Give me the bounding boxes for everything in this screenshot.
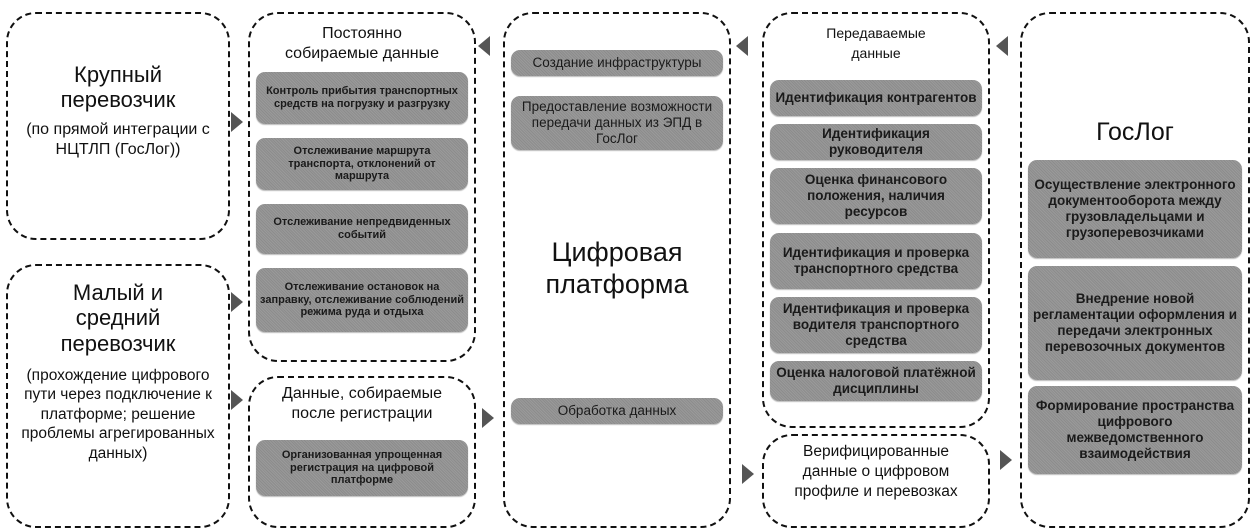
- digital-platform-title: Цифровая платформа: [545, 237, 689, 300]
- small-carrier-subtitle: (прохождение цифрового пути через подклю…: [21, 367, 215, 462]
- large-carrier-subtitle: (по прямой интеграции с НЦТЛП (ГосЛог)): [26, 121, 210, 158]
- goslog-item: Осуществление электронного документообор…: [1028, 160, 1242, 258]
- transmitted-data-item: Оценка налоговой платёжной дисциплины: [770, 361, 982, 401]
- arrow-right-icon: [482, 408, 494, 428]
- transmitted-data-item: Идентификация и проверка водителя трансп…: [770, 297, 982, 353]
- registration-data-item: Организованная упрощенная регистрация на…: [256, 440, 468, 496]
- verified-data-box: Верифицированные данные о цифровом профи…: [762, 434, 990, 528]
- transmitted-data-item: Оценка финансового положения, наличия ре…: [770, 168, 982, 224]
- platform-item: Обработка данных: [511, 398, 723, 424]
- small-carrier-title: Малый и средний перевозчик: [60, 280, 176, 356]
- constant-data-item: Отслеживание остановок на заправку, отсл…: [256, 268, 468, 332]
- digital-platform-box: Создание инфраструктуры Предоставление в…: [503, 12, 731, 528]
- transmitted-data-box: Передаваемые данные Идентификация контра…: [762, 12, 990, 428]
- arrow-left-icon: [736, 36, 748, 56]
- transmitted-data-item: Идентификация контрагентов: [770, 80, 982, 116]
- arrow-right-icon: [1000, 450, 1012, 470]
- constant-data-title: Постоянно собираемые данные: [284, 25, 440, 62]
- platform-item: Создание инфраструктуры: [511, 50, 723, 76]
- goslog-item: Внедрение новой регламентации оформления…: [1028, 266, 1242, 380]
- constant-data-item: Контроль прибытия транспортных средств н…: [256, 72, 468, 124]
- arrow-right-icon: [231, 112, 243, 132]
- arrow-right-icon: [231, 292, 243, 312]
- registration-data-title: Данные, собираемые после регистрации: [282, 385, 442, 422]
- large-carrier-title: Крупный перевозчик: [60, 62, 176, 113]
- arrow-left-icon: [996, 36, 1008, 56]
- constant-data-item: Отслеживание непредвиденных событий: [256, 204, 468, 254]
- transmitted-data-item: Идентификация и проверка транспортного с…: [770, 233, 982, 289]
- constant-data-box: Постоянно собираемые данные Контроль при…: [248, 12, 476, 362]
- goslog-box: ГосЛог Осуществление электронного докуме…: [1020, 12, 1250, 528]
- small-carrier-box: Малый и средний перевозчик (прохождение …: [6, 264, 230, 528]
- arrow-left-icon: [478, 36, 490, 56]
- large-carrier-box: Крупный перевозчик (по прямой интеграции…: [6, 12, 230, 240]
- goslog-title: ГосЛог: [1096, 118, 1174, 146]
- registration-data-box: Данные, собираемые после регистрации Орг…: [248, 376, 476, 528]
- constant-data-item: Отслеживание маршрута транспорта, отклон…: [256, 138, 468, 190]
- goslog-item: Формирование пространства цифрового межв…: [1028, 386, 1242, 474]
- arrow-right-icon: [231, 390, 243, 410]
- transmitted-data-title: Передаваемые данные: [826, 25, 926, 61]
- transmitted-data-item: Идентификация руководителя: [770, 124, 982, 160]
- platform-item: Предоставление возможности передачи данн…: [511, 96, 723, 150]
- verified-data-title: Верифицированные данные о цифровом профи…: [794, 443, 958, 501]
- arrow-right-icon: [742, 464, 754, 484]
